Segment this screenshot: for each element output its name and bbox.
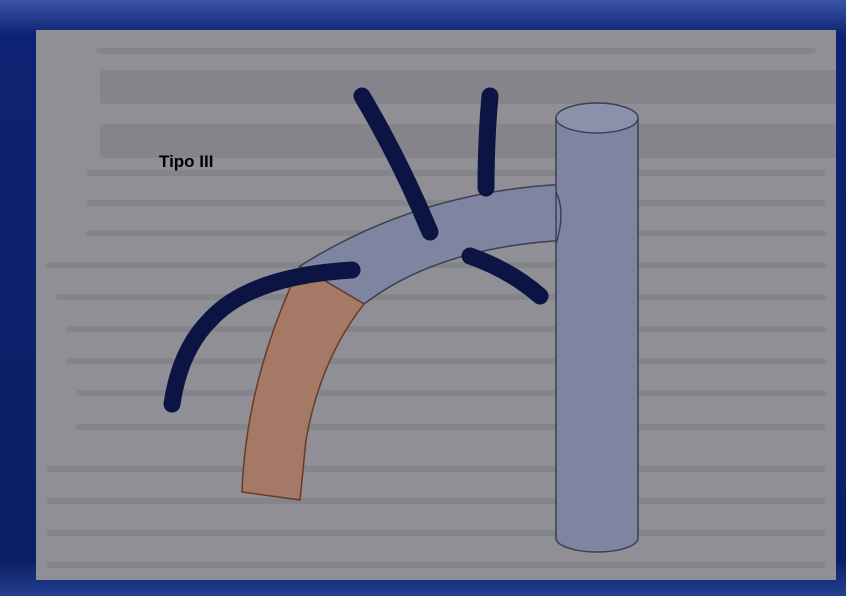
branch-lower-right [470, 256, 540, 296]
vessel-vertical-top [556, 103, 638, 133]
branch-upper-right [486, 96, 490, 188]
vessel-vertical [556, 118, 638, 552]
vessel-occluded-segment [242, 266, 364, 500]
branch-upper-left [362, 96, 430, 232]
type-label: Tipo III [159, 152, 213, 172]
